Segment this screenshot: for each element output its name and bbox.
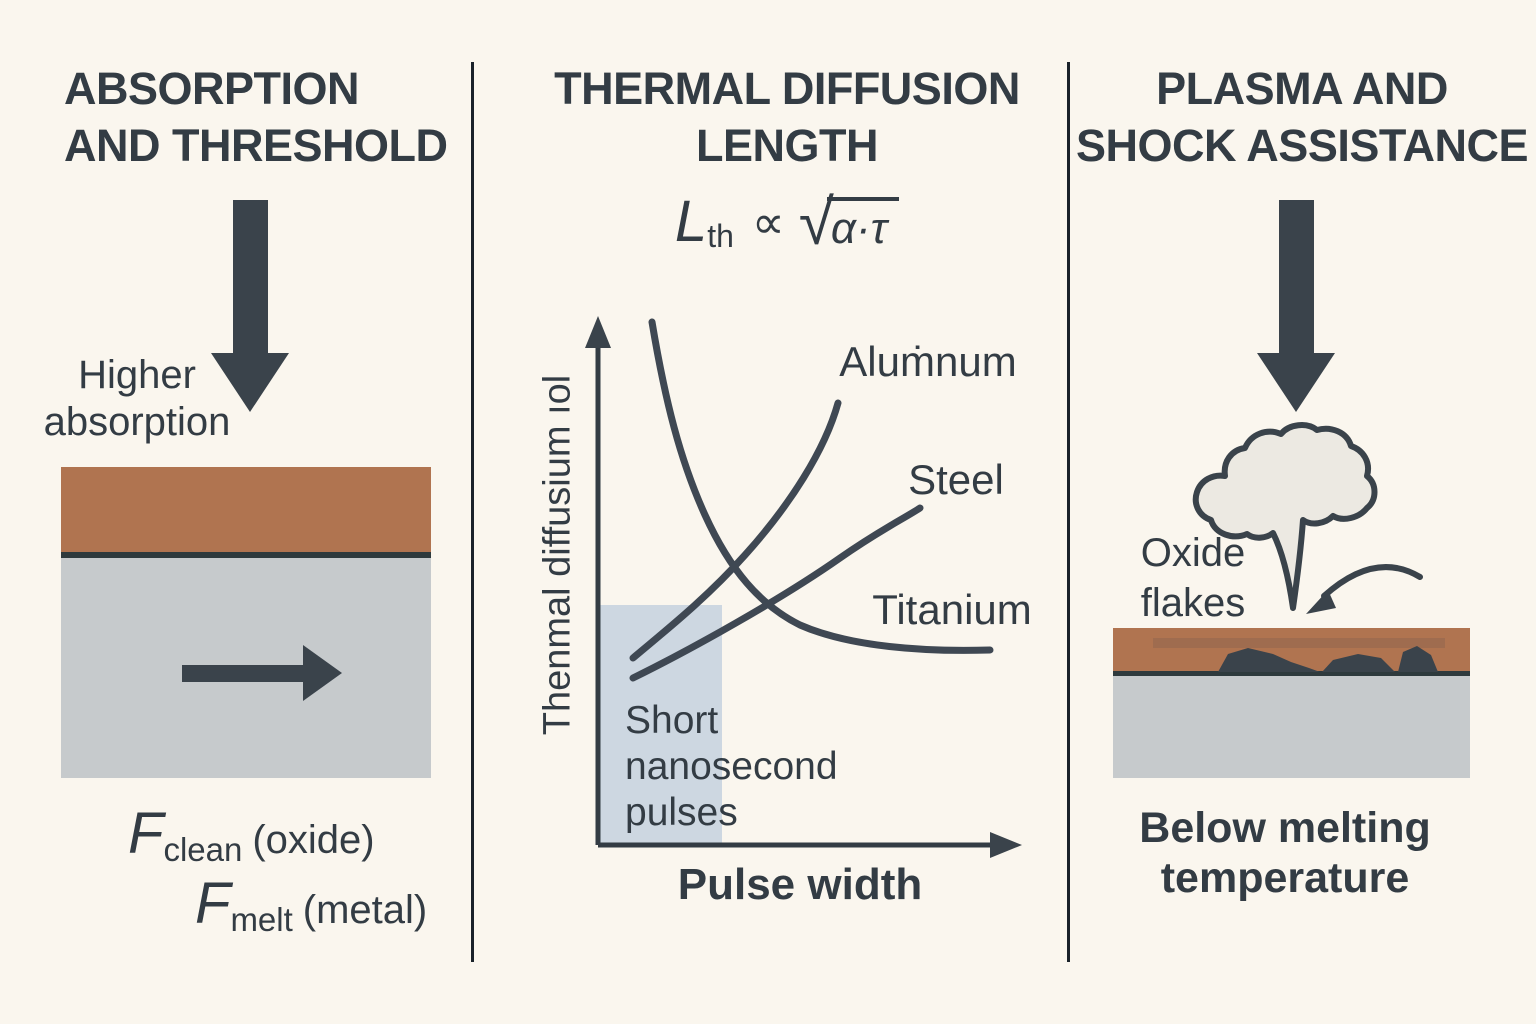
f-clean-note: (oxide) [252, 818, 375, 862]
diffusion-chart [585, 316, 1022, 858]
f-clean-subscript: clean [163, 831, 243, 868]
left-panel-title: ABSORPTION AND THRESHOLD [64, 60, 448, 174]
right-arrow-icon [182, 645, 342, 701]
short-pulses-line1: Short [625, 699, 719, 742]
interface-line [61, 552, 431, 558]
plasma-plume-icon [1192, 422, 1378, 611]
metal-layer [1113, 676, 1470, 778]
thermal-length-formula: L th ∝ √ α·τ [482, 190, 1092, 255]
aluminum-curve-label: Aluṁnum [839, 338, 1017, 385]
y-axis-arrow-icon [585, 316, 611, 348]
flake-shape [1398, 646, 1438, 672]
x-axis-label: Pulse width [677, 860, 923, 909]
panel-divider-left [471, 62, 474, 962]
y-axis-label: Thenmal diffusium ıol [536, 374, 579, 736]
proportional-sign: ∝ [751, 196, 785, 248]
right-panel-title: PLASMA AND SHOCK ASSISTANCE [1068, 60, 1536, 174]
flake-shadow-band [1153, 638, 1445, 648]
oxide-layer [61, 467, 431, 552]
oxide-flakes-line1: Oxide [1140, 531, 1246, 575]
flake-shape [1218, 648, 1320, 672]
right-title-line1: PLASMA AND [1156, 63, 1448, 114]
middle-title-line2: LENGTH [696, 120, 879, 171]
oxide-flake-debris [1153, 638, 1445, 672]
x-axis-arrow-icon [990, 832, 1022, 858]
steel-curve [629, 504, 924, 682]
titanium-curve [648, 318, 994, 654]
below-melting-caption: Below melting temperature [1105, 803, 1465, 903]
titanium-curve-label: Titanium [872, 586, 1032, 633]
left-title-line2: AND THRESHOLD [64, 120, 448, 171]
fluence-clean-formula: Fclean(oxide) [128, 800, 375, 869]
interface-line [1113, 671, 1470, 676]
oxide-flakes-line2: flakes [1140, 581, 1246, 625]
oxide-flakes-label: Oxide flakes [1122, 528, 1264, 628]
f-melt-note: (metal) [302, 888, 428, 932]
fluence-melt-formula: Fmelt(metal) [195, 870, 427, 939]
formula-symbol: L [674, 189, 708, 254]
formula-radicand: α·τ [826, 197, 900, 254]
curved-arrow-icon [1306, 564, 1423, 614]
short-pulses-line2: nanosecond [625, 745, 838, 788]
flake-shape [1322, 654, 1395, 672]
short-pulses-label: Short nanosecond pulses [625, 698, 838, 836]
middle-title-line1: THERMAL DIFFUSION [554, 63, 1020, 114]
down-arrow-icon [211, 200, 289, 412]
higher-absorption-line1: Higher [78, 353, 196, 397]
short-pulses-line3: pulses [625, 791, 738, 834]
f-melt-symbol: F [195, 871, 231, 936]
f-melt-subscript: melt [230, 901, 293, 938]
formula-subscript: th [707, 218, 734, 254]
panel-divider-right [1067, 62, 1070, 962]
caption-line1: Below melting [1139, 804, 1431, 852]
higher-absorption-label: Higher absorption [28, 352, 246, 446]
f-clean-symbol: F [128, 801, 164, 866]
higher-absorption-line2: absorption [43, 400, 231, 444]
caption-line2: temperature [1160, 854, 1410, 902]
steel-curve-label: Steel [908, 456, 1004, 503]
aluminum-curve [629, 399, 842, 662]
left-title-line1: ABSORPTION [64, 63, 360, 114]
middle-panel-title: THERMAL DIFFUSION LENGTH [482, 60, 1092, 174]
down-arrow-icon [1257, 200, 1335, 412]
right-title-line2: SHOCK ASSISTANCE [1075, 120, 1529, 171]
oxide-metal-block [61, 467, 431, 778]
